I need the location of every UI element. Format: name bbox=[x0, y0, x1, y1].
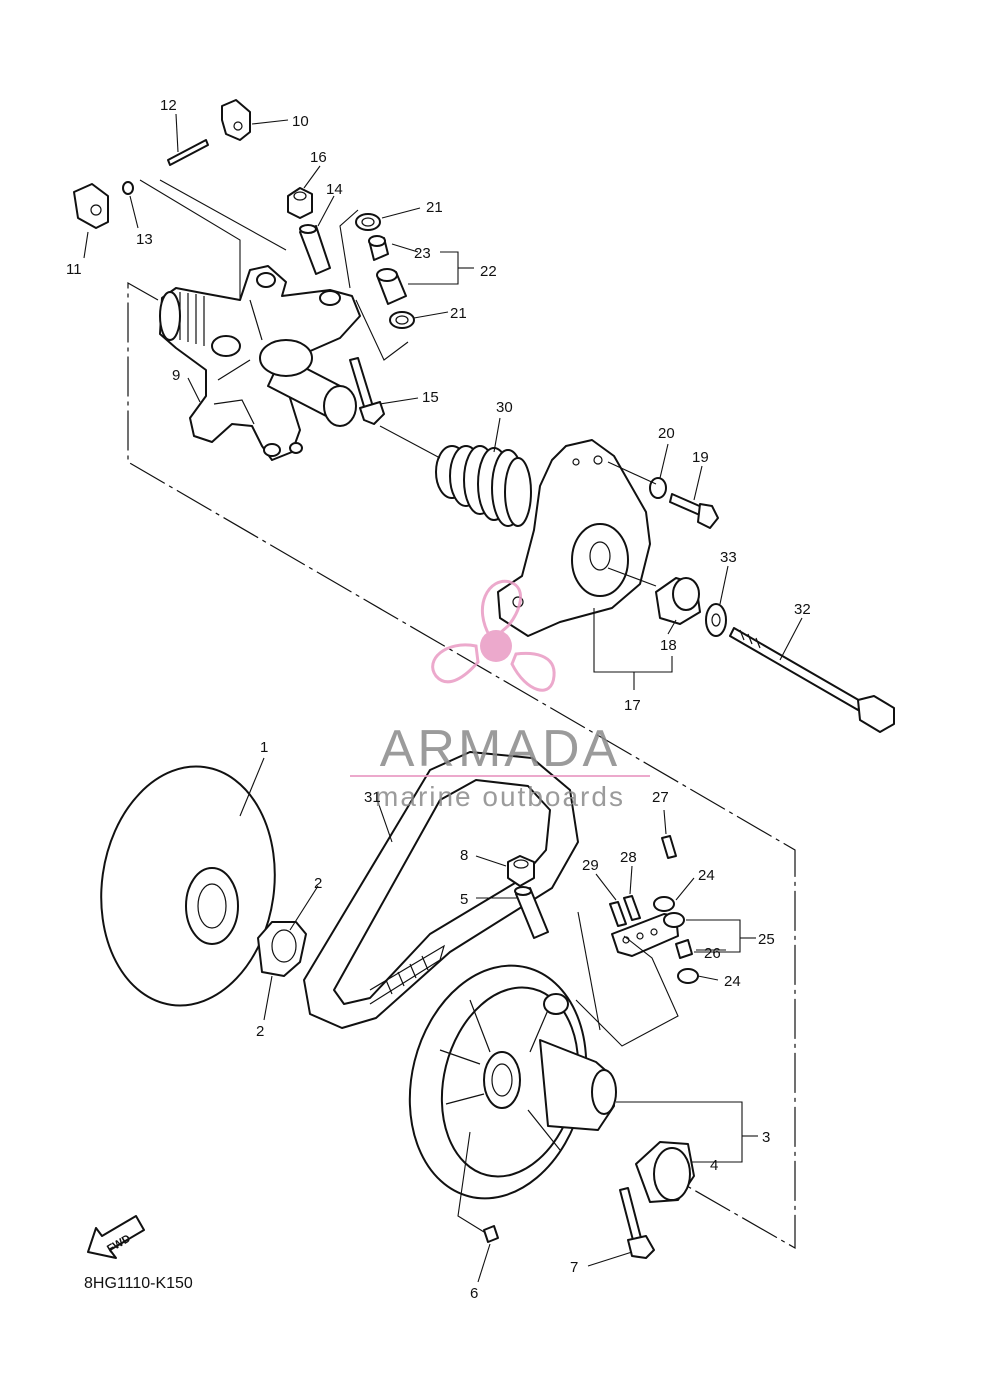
part-22-bushing bbox=[376, 268, 407, 305]
callout-12: 12 bbox=[160, 97, 177, 114]
part-2-collar bbox=[257, 921, 307, 977]
callout-7: 7 bbox=[570, 1259, 578, 1276]
part-7-bolt bbox=[619, 1187, 655, 1259]
callout-2-top: 2 bbox=[314, 875, 322, 892]
callout-5: 5 bbox=[460, 891, 468, 908]
callout-18: 18 bbox=[660, 637, 677, 654]
callout-10: 10 bbox=[292, 113, 309, 130]
part-10-weight bbox=[221, 99, 251, 141]
leader-lines bbox=[83, 113, 803, 1283]
part-30-spring bbox=[435, 445, 532, 527]
callout-2-bottom: 2 bbox=[256, 1023, 264, 1040]
part-28-pin bbox=[623, 895, 641, 921]
watermark-brand: ARMADA bbox=[380, 720, 620, 778]
part-27-pin bbox=[661, 835, 677, 859]
part-4-bearing bbox=[635, 1141, 695, 1203]
callout-9: 9 bbox=[172, 367, 180, 384]
part-14-pin bbox=[299, 224, 331, 275]
callout-labels: 12 10 16 14 21 13 23 22 11 21 9 15 30 20… bbox=[66, 97, 811, 1302]
callout-3: 3 bbox=[762, 1129, 770, 1146]
callout-6: 6 bbox=[470, 1285, 478, 1302]
callout-32: 32 bbox=[794, 601, 811, 618]
part-21-washer-bottom bbox=[389, 311, 415, 329]
callout-13: 13 bbox=[136, 231, 153, 248]
propeller-logo bbox=[431, 579, 556, 692]
callout-17: 17 bbox=[624, 697, 641, 714]
callout-15: 15 bbox=[422, 389, 439, 406]
diagram-code: 8HG1110-K150 bbox=[84, 1275, 193, 1292]
part-20-washer bbox=[649, 477, 667, 499]
callout-21-top: 21 bbox=[426, 199, 443, 216]
armada-watermark: ARMADA marine outboards bbox=[350, 579, 650, 812]
part-9-spider bbox=[159, 265, 361, 461]
part-3-movable-sheave bbox=[408, 964, 617, 1200]
callout-14: 14 bbox=[326, 181, 343, 198]
callout-11: 11 bbox=[66, 261, 82, 278]
part-26-bushing bbox=[675, 939, 693, 959]
part-24-washer-top bbox=[653, 896, 675, 912]
part-11-weight bbox=[73, 183, 109, 229]
callout-21-bottom: 21 bbox=[450, 305, 467, 322]
callout-31: 31 bbox=[364, 789, 381, 806]
callout-27: 27 bbox=[652, 789, 669, 806]
callout-24-top: 24 bbox=[698, 867, 715, 884]
callout-1: 1 bbox=[260, 739, 268, 756]
watermark-tagline: marine outboards bbox=[375, 781, 625, 812]
fwd-arrow-icon: FWD bbox=[87, 1215, 145, 1259]
callout-20: 20 bbox=[658, 425, 675, 442]
part-25-ring bbox=[663, 912, 685, 928]
part-16-nut bbox=[287, 187, 313, 219]
part-8-nut bbox=[507, 855, 535, 887]
callout-4: 4 bbox=[710, 1157, 718, 1174]
part-21-washer-top bbox=[355, 213, 381, 231]
part-13-ring bbox=[122, 181, 134, 195]
callout-25: 25 bbox=[758, 931, 775, 948]
callout-8: 8 bbox=[460, 847, 468, 864]
part-31-belt bbox=[303, 751, 579, 1029]
part-23-bushing bbox=[368, 235, 389, 261]
callout-24-bottom: 24 bbox=[724, 973, 741, 990]
callout-16: 16 bbox=[310, 149, 327, 166]
callout-23: 23 bbox=[414, 245, 431, 262]
part-6-plug bbox=[483, 1225, 499, 1243]
callout-28: 28 bbox=[620, 849, 637, 866]
callout-33: 33 bbox=[720, 549, 737, 566]
part-1-sheave bbox=[100, 765, 276, 1007]
callout-26: 26 bbox=[704, 945, 721, 962]
part-33-washer bbox=[705, 603, 727, 637]
part-19-bolt bbox=[669, 493, 719, 529]
assembly-frame-lines bbox=[127, 281, 796, 1250]
part-5-pin bbox=[514, 886, 549, 939]
part-17-cover bbox=[497, 439, 657, 637]
callout-30: 30 bbox=[496, 399, 513, 416]
part-12-pin bbox=[167, 139, 209, 166]
callout-22: 22 bbox=[480, 263, 497, 280]
callout-19: 19 bbox=[692, 449, 709, 466]
callout-29: 29 bbox=[582, 857, 599, 874]
part-24-washer-bottom bbox=[677, 968, 699, 984]
part-18-bushing bbox=[655, 577, 701, 625]
part-32-bolt bbox=[729, 627, 895, 733]
part-29-pin bbox=[609, 901, 627, 927]
part-15-bolt bbox=[349, 357, 385, 425]
